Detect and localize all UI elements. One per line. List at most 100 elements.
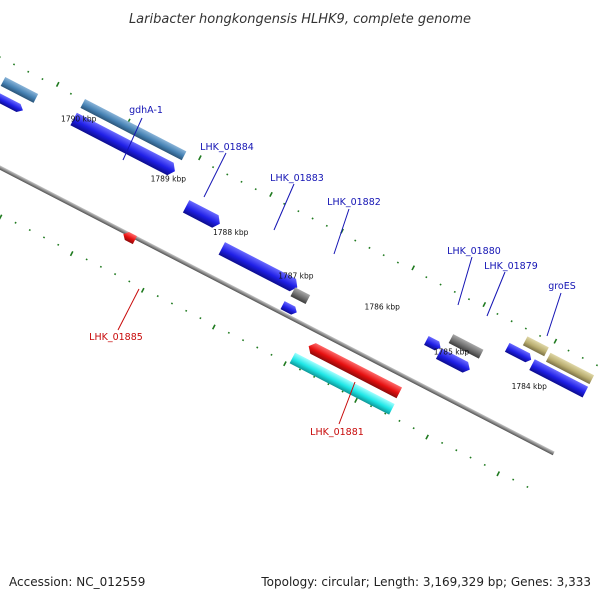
operon-feature[interactable] xyxy=(80,99,187,161)
gc-tick xyxy=(55,81,60,87)
gc-tick xyxy=(384,412,387,415)
operon-features xyxy=(0,76,595,385)
forward-cds-arrow[interactable] xyxy=(424,336,443,352)
kbp-scale: 1790 kbp 1789 kbp 1788 kbp 1787 kbp 1786… xyxy=(61,115,548,391)
gc-tick xyxy=(311,217,314,220)
gc-tick xyxy=(441,441,444,444)
gc-tick xyxy=(469,456,472,459)
gc-tick xyxy=(325,224,328,227)
gene-label-leader xyxy=(338,381,356,425)
reverse-cds-arrow[interactable] xyxy=(121,230,137,245)
kbp-label: 1790 kbp xyxy=(61,115,97,124)
operon-feature[interactable] xyxy=(290,287,311,305)
kbp-label: 1785 kbp xyxy=(434,347,470,356)
gc-tick xyxy=(455,449,458,452)
gc-tick xyxy=(185,309,188,312)
gene-label-leader xyxy=(546,292,562,337)
gc-tick xyxy=(28,229,31,232)
gc-tick xyxy=(453,290,456,293)
gc-tick xyxy=(42,236,46,239)
gc-tick xyxy=(425,276,428,279)
accession-label: Accession: NC_012559 xyxy=(9,575,145,589)
gc-tick xyxy=(482,301,487,308)
operon-feature[interactable] xyxy=(545,352,595,385)
operon-feature[interactable] xyxy=(0,76,39,103)
gc-tick xyxy=(241,339,245,342)
gene-label-leader xyxy=(203,152,227,198)
gene-label[interactable]: LHK_01882 xyxy=(327,197,381,208)
gc-tick xyxy=(227,331,230,334)
gene-labels: gdhA-1 LHK_01884 LHK_01883 LHK_01882 LHK… xyxy=(89,105,576,438)
gc-tick xyxy=(539,334,542,338)
gc-tick xyxy=(0,214,3,220)
gc-tick xyxy=(411,265,416,271)
gene-label-leader xyxy=(333,208,350,255)
kbp-label: 1786 kbp xyxy=(365,303,401,312)
forward-cds-arrow[interactable] xyxy=(182,200,223,230)
gc-tick xyxy=(398,419,401,422)
gc-tick xyxy=(524,327,527,330)
gc-tick xyxy=(283,361,287,367)
gene-label[interactable]: LHK_01884 xyxy=(200,142,254,153)
gc-tick xyxy=(382,254,385,257)
gc-tick xyxy=(256,346,259,349)
gene-label[interactable]: LHK_01879 xyxy=(484,261,538,272)
gene-label[interactable]: LHK_01883 xyxy=(270,173,324,184)
forward-cds-arrow[interactable] xyxy=(504,342,534,364)
gc-tick xyxy=(439,283,442,286)
forward-cds-arrow[interactable] xyxy=(435,348,473,375)
gene-label-leader xyxy=(117,288,140,331)
map-title: Laribacter hongkongensis HLHK9, complete… xyxy=(129,12,471,27)
operon-feature[interactable] xyxy=(448,334,484,359)
gc-tick xyxy=(199,317,202,320)
gc-tick xyxy=(510,320,513,323)
gc-tick xyxy=(467,298,471,301)
gc-tick xyxy=(512,478,515,481)
gc-tick xyxy=(41,78,44,81)
gene-label[interactable]: LHK_01880 xyxy=(447,246,501,257)
gene-label[interactable]: groES xyxy=(548,281,576,292)
gene-label-leader xyxy=(486,271,506,317)
gc-tick xyxy=(240,180,243,183)
gc-tick xyxy=(57,243,60,246)
gc-tick xyxy=(85,258,88,261)
gc-tick xyxy=(198,155,202,161)
gc-tick xyxy=(354,397,358,403)
gc-tick xyxy=(341,390,344,393)
gc-tick xyxy=(156,295,159,298)
gc-tick xyxy=(254,188,257,191)
operon-feature[interactable] xyxy=(522,336,549,357)
gc-tick xyxy=(297,210,300,213)
gc-tick xyxy=(368,246,371,249)
gene-label[interactable]: gdhA-1 xyxy=(129,105,163,116)
gc-tick xyxy=(298,368,302,371)
gc-tick xyxy=(567,349,570,352)
genome-track: 1790 kbp 1789 kbp 1788 kbp 1787 kbp 1786… xyxy=(0,55,599,489)
gc-tick xyxy=(0,55,1,59)
gc-tick xyxy=(354,239,357,242)
gene-label-leader xyxy=(273,183,295,231)
forward-cds-arrow[interactable] xyxy=(0,91,25,114)
gene-label[interactable]: LHK_01885 xyxy=(89,332,143,343)
gc-tick xyxy=(581,356,584,360)
gc-tick xyxy=(270,353,273,356)
gene-label[interactable]: LHK_01881 xyxy=(310,427,364,438)
forward-strand-features xyxy=(0,91,589,398)
gc-tick xyxy=(170,302,174,305)
gc-tick xyxy=(595,364,599,367)
kbp-label: 1789 kbp xyxy=(151,174,187,183)
operon-feature[interactable] xyxy=(289,352,395,415)
reverse-cds-arrow[interactable] xyxy=(306,341,403,399)
kbp-label: 1784 kbp xyxy=(512,382,548,391)
reverse-strand-features xyxy=(121,230,403,415)
forward-cds-arrow[interactable] xyxy=(218,242,301,293)
forward-cds-arrow[interactable] xyxy=(70,112,178,178)
gc-tick xyxy=(211,166,215,169)
forward-cds-arrow[interactable] xyxy=(280,301,298,316)
gc-skew-ticks-upper xyxy=(0,55,599,367)
gc-tick xyxy=(14,221,17,224)
forward-cds-arrow[interactable] xyxy=(529,359,589,398)
gc-tick xyxy=(226,173,229,176)
gc-tick xyxy=(69,251,74,257)
